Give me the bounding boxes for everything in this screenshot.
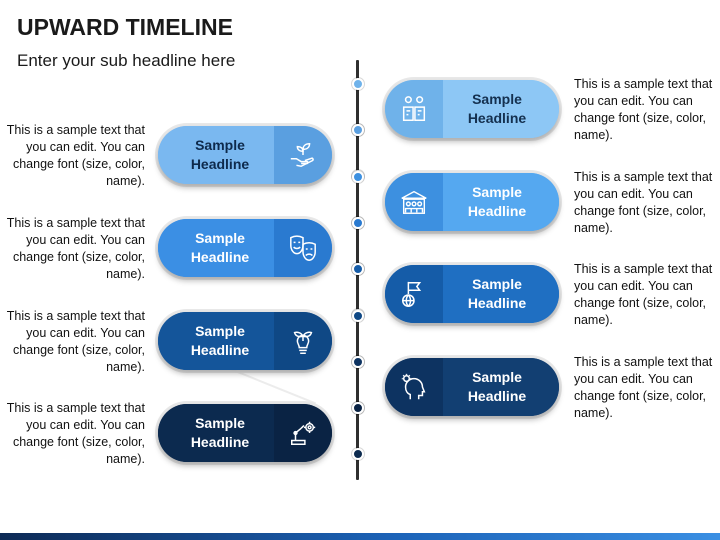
- card-description-1: This is a sample text that you can edit.…: [574, 77, 713, 142]
- timeline-node: [351, 402, 364, 415]
- lightbulb-leaf-icon: [274, 311, 332, 370]
- timeline-node: [351, 170, 364, 183]
- hand-plant-icon: [274, 126, 332, 185]
- timeline-node: [351, 448, 364, 461]
- timeline-node: [351, 124, 364, 137]
- group-people-icon: [385, 172, 443, 231]
- timeline-node: [351, 355, 364, 368]
- card-description-8: This is a sample text that you can edit.…: [6, 401, 145, 467]
- timeline-node: [351, 216, 364, 229]
- head-idea-icon: [385, 357, 443, 416]
- footer-bar: [0, 533, 720, 540]
- robot-arm-gear-icon: [274, 404, 332, 463]
- podium-people-icon: [385, 80, 443, 138]
- card-description-3: This is a sample text that you can edit.…: [574, 169, 713, 235]
- page-subtitle: Enter your sub headline here: [17, 51, 236, 70]
- card-description-5: This is a sample text that you can edit.…: [574, 262, 713, 328]
- theater-masks-icon: [274, 218, 332, 277]
- card-description-6: This is a sample text that you can edit.…: [6, 308, 145, 374]
- page-title: UPWARD TIMELINE: [17, 14, 233, 40]
- timeline-node: [351, 78, 364, 90]
- timeline-node: [351, 309, 364, 322]
- card-description-4: This is a sample text that you can edit.…: [6, 215, 145, 281]
- card-description-2: This is a sample text that you can edit.…: [6, 123, 145, 189]
- flag-globe-icon: [385, 265, 443, 324]
- card-description-7: This is a sample text that you can edit.…: [574, 354, 713, 420]
- timeline-node: [351, 263, 364, 276]
